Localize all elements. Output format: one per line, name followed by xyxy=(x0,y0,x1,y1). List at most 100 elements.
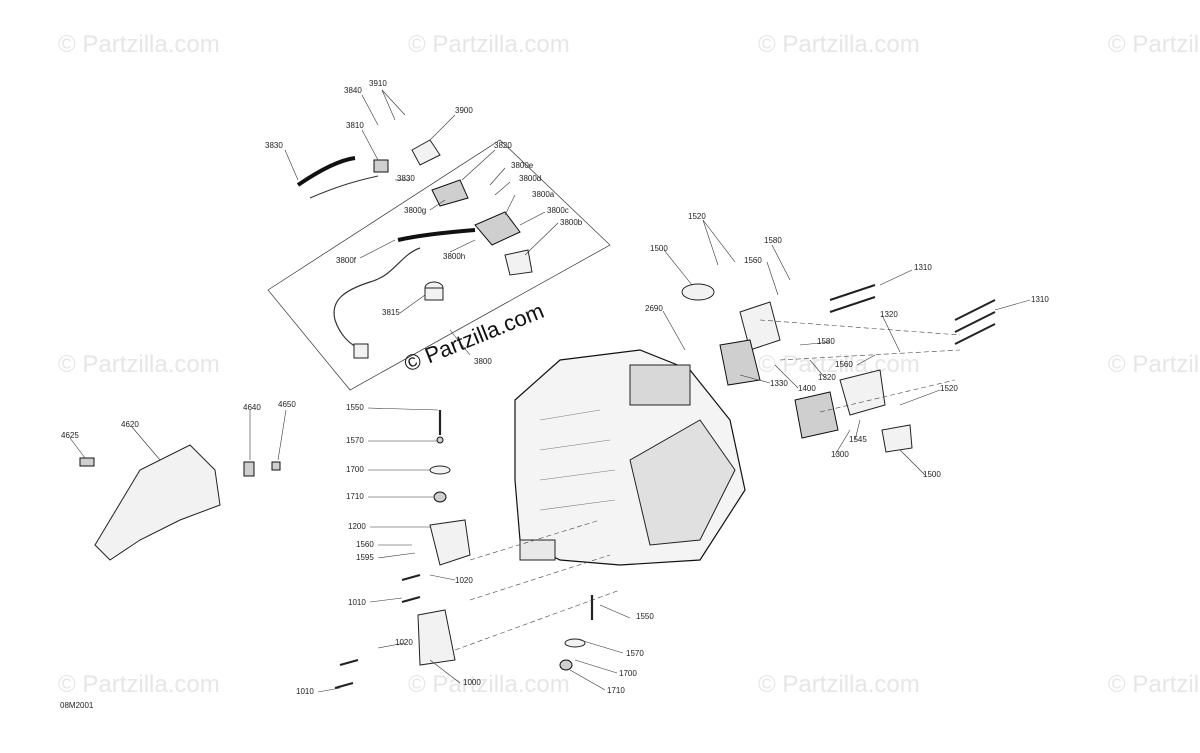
watermark-text: © Partzilla.com xyxy=(408,31,570,58)
watermark-text: © Partzilla.com xyxy=(1108,671,1200,698)
callout-label: 3900 xyxy=(455,106,473,115)
watermark-text: © Partzilla.com xyxy=(1108,351,1200,378)
callout-label: 2690 xyxy=(645,304,663,313)
callout-label: 1570 xyxy=(626,649,644,658)
watermark-text: © Partzilla.com xyxy=(408,671,570,698)
callout-label: 4625 xyxy=(61,431,79,440)
bolt-part xyxy=(829,284,876,301)
callout-label: 1200 xyxy=(348,522,366,531)
callout-label: 1700 xyxy=(346,465,364,474)
module-part xyxy=(431,179,469,207)
callout-label: 1310 xyxy=(1031,295,1049,304)
clip-part xyxy=(271,461,281,471)
callout-label: 3820 xyxy=(494,141,512,150)
subassembly-3800 xyxy=(267,139,611,391)
washer-part xyxy=(564,638,586,648)
sensor-part xyxy=(373,159,389,173)
watermark-text: © Partzilla.com xyxy=(1108,31,1200,58)
bolt-part xyxy=(954,311,996,333)
assembly-line xyxy=(454,519,621,651)
callout-label: 3800g xyxy=(404,206,426,215)
callout-label: 1710 xyxy=(607,686,625,695)
intake-manifold xyxy=(629,419,736,546)
spacer-part xyxy=(719,339,761,386)
clip-part xyxy=(243,461,255,477)
watermark-text: © Partzilla.com xyxy=(58,31,220,58)
nut-part xyxy=(433,491,447,503)
callout-label: 1700 xyxy=(619,669,637,678)
callout-label: 1595 xyxy=(356,553,374,562)
watermark-layer: © Partzilla.com © Partzilla.com © Partzi… xyxy=(58,31,1200,698)
callout-label: 1500 xyxy=(650,244,668,253)
bracket-part xyxy=(429,519,471,566)
washer-part xyxy=(429,465,451,475)
callout-label: 4650 xyxy=(278,400,296,409)
callout-label: 3800c xyxy=(547,206,569,215)
bolt-part xyxy=(339,658,359,667)
bracket-part xyxy=(411,139,441,166)
callout-label: 1020 xyxy=(395,638,413,647)
callout-label: 1560 xyxy=(356,540,374,549)
callout-label: 1580 xyxy=(764,236,782,245)
watermark-text: © Partzilla.com xyxy=(758,671,920,698)
callout-labels: 3910 3840 3900 3810 3830 3820 3800e 3830… xyxy=(61,79,1049,696)
callout-label: 1570 xyxy=(346,436,364,445)
callout-label: 4620 xyxy=(121,420,139,429)
callout-label: 1560 xyxy=(835,360,853,369)
callout-label: 1320 xyxy=(880,310,898,319)
hose-part xyxy=(309,175,379,199)
clip-part xyxy=(79,457,95,467)
nut-part xyxy=(559,659,573,671)
watermark-text: © Partzilla.com xyxy=(58,351,220,378)
bracket-part xyxy=(839,369,886,416)
callout-label: 1520 xyxy=(940,384,958,393)
mount-part xyxy=(881,424,913,453)
callout-label: 1300 xyxy=(831,450,849,459)
mount-part xyxy=(681,283,715,301)
callout-label: 1710 xyxy=(346,492,364,501)
callout-label: 3840 xyxy=(344,86,362,95)
callout-label: 1320 xyxy=(818,373,836,382)
bracket-part xyxy=(739,301,781,351)
callout-label: 1580 xyxy=(817,337,835,346)
callout-label: 3800f xyxy=(336,256,357,265)
assembly-line xyxy=(759,319,961,413)
bracket-part xyxy=(504,249,533,276)
callout-label: 3800h xyxy=(443,252,465,261)
callout-label: 3830 xyxy=(397,174,415,183)
bolt-part xyxy=(829,296,876,313)
output-shaft xyxy=(519,539,556,561)
watermark-text: © Partzilla.com xyxy=(58,671,220,698)
callout-label: 1010 xyxy=(296,687,314,696)
washer-part xyxy=(436,436,444,444)
callout-label: 1330 xyxy=(770,379,788,388)
subassembly-frame xyxy=(267,139,611,391)
callout-label: 3830 xyxy=(265,141,283,150)
bracket-part xyxy=(94,444,221,561)
callout-label: 1550 xyxy=(636,612,654,621)
hose-part xyxy=(296,156,356,187)
bracket-part xyxy=(417,609,456,666)
left-bracket-assembly xyxy=(79,444,281,561)
hose-part xyxy=(397,228,476,242)
bolt-part xyxy=(954,323,996,345)
callout-label: 3800d xyxy=(519,174,541,183)
callout-label: 1500 xyxy=(923,470,941,479)
right-mounts xyxy=(681,283,996,453)
diagram-code: 08M2001 xyxy=(60,701,94,710)
callout-label: 1520 xyxy=(688,212,706,221)
callout-label: 1000 xyxy=(463,678,481,687)
bolt-part xyxy=(401,595,421,604)
callout-label: 1560 xyxy=(744,256,762,265)
bolt-part xyxy=(334,681,354,690)
callout-label: 1550 xyxy=(346,403,364,412)
watermark-text: © Partzilla.com xyxy=(758,31,920,58)
watermark-text: © Partzilla.com xyxy=(758,351,920,378)
callout-label: 3910 xyxy=(369,79,387,88)
callout-label: 3800e xyxy=(511,161,534,170)
bolt-part xyxy=(954,299,996,321)
callout-label: 3800b xyxy=(560,218,583,227)
callout-label: 3815 xyxy=(382,308,400,317)
callout-label: 1310 xyxy=(914,263,932,272)
